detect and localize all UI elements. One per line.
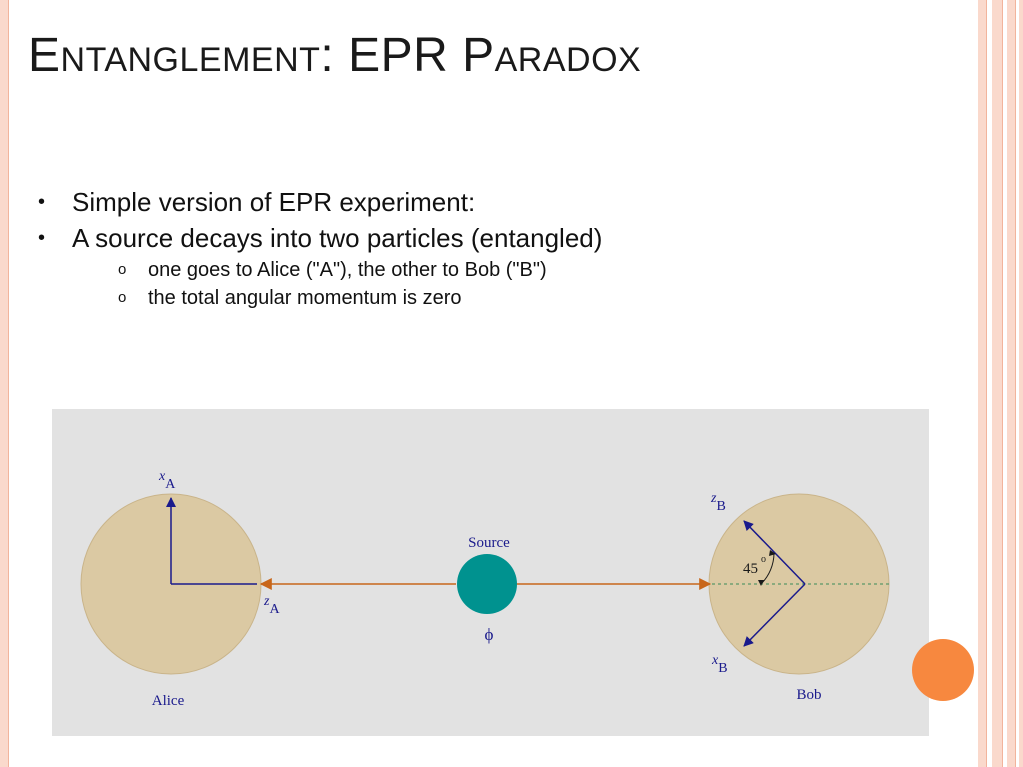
sub-bullet-item: one goes to Alice ("A"), the other to Bo… (72, 256, 602, 284)
angle-label: 45 (743, 561, 758, 577)
angle-arc-arrowhead-bottom (758, 580, 764, 586)
bob-z-axis-arrow (743, 520, 806, 585)
source-circle (457, 554, 517, 614)
bob-x-axis-label: xB (711, 653, 728, 676)
bob-label: Bob (796, 687, 821, 703)
alice-z-axis-label: zA (263, 594, 280, 617)
sub-bullet-list: one goes to Alice ("A"), the other to Bo… (72, 256, 602, 312)
bullet-list: Simple version of EPR experiment: A sour… (36, 184, 602, 312)
bullet-text: A source decays into two particles (enta… (72, 223, 603, 253)
phi-symbol: ϕ (485, 625, 494, 644)
angle-arc-arrowhead-top (769, 550, 776, 556)
epr-diagram-svg: Source ϕ xA zA Alice zB xB Bob 45 o (80, 469, 892, 709)
left-frame-border (0, 0, 9, 767)
alice-label: Alice (152, 693, 185, 709)
sub-bullet-item: the total angular momentum is zero (72, 284, 602, 312)
bob-z-axis-label: zB (710, 491, 726, 514)
epr-diagram: Source ϕ xA zA Alice zB xB Bob 45 o (52, 409, 929, 736)
right-frame-stripes (978, 0, 1023, 767)
alice-x-axis-label: xA (158, 469, 176, 492)
bullet-item: A source decays into two particles (enta… (36, 220, 602, 312)
decorative-orange-circle (912, 639, 974, 701)
bullet-item: Simple version of EPR experiment: (36, 184, 602, 220)
bullet-text: Simple version of EPR experiment: (72, 187, 476, 217)
slide-title: Entanglement: EPR Paradox (28, 29, 642, 82)
bob-x-axis-arrow (743, 583, 806, 647)
source-label: Source (468, 535, 510, 551)
degree-symbol: o (761, 554, 766, 565)
